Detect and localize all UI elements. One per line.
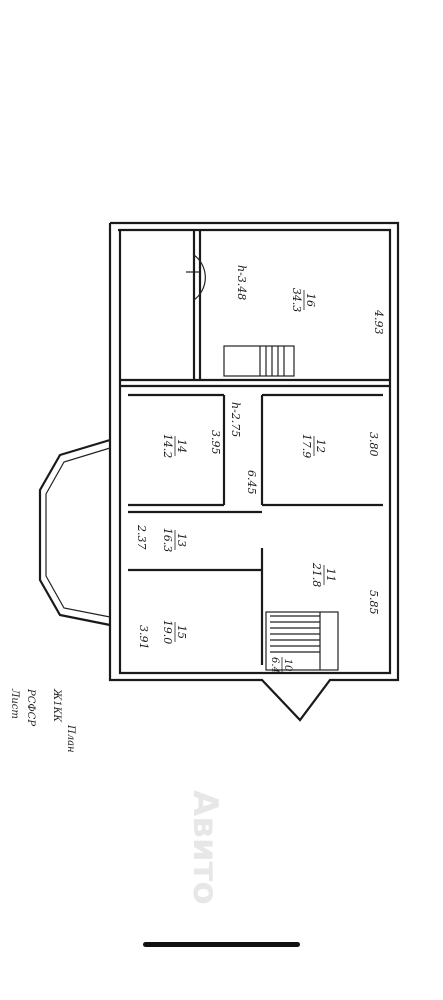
dim-6-45: 6.45 <box>245 470 258 495</box>
room-14-label: 14 14.2 <box>161 434 188 459</box>
room-13-area: 16.3 <box>161 528 174 553</box>
room-15-number: 15 <box>175 625 188 639</box>
height-upper: h-3.48 <box>235 265 248 300</box>
room-15-area: 19.0 <box>161 620 174 645</box>
dim-3-95: 3.95 <box>209 430 222 455</box>
interior-walls <box>120 230 390 665</box>
room-13-number: 13 <box>175 533 188 547</box>
title-block-stamp: Ж1КК РСФСР Лист План <box>0 685 80 775</box>
dim-5-85: 5.85 <box>367 590 380 615</box>
stamp-line-2: РСФСР <box>25 689 36 727</box>
height-middle: h-2.75 <box>229 402 242 437</box>
dim-3-91: 3.91 <box>137 625 150 650</box>
room-16-number: 16 <box>304 293 317 307</box>
home-indicator[interactable] <box>143 942 300 947</box>
room-10-area: 6.4 <box>269 657 280 673</box>
room-12-label: 12 17.9 <box>300 434 327 459</box>
room-16-area: 34.3 <box>290 288 303 313</box>
watermark: Авито <box>185 790 225 905</box>
stairs-upper <box>223 345 295 377</box>
door-swing <box>186 254 206 301</box>
room-12-area: 17.9 <box>300 434 313 459</box>
stairs-lower <box>265 611 339 671</box>
room-10-number: 10 <box>282 659 293 672</box>
room-11-area: 21.8 <box>310 562 323 588</box>
room-10-label: 10 6.4 <box>269 657 293 673</box>
room-12-number: 12 <box>314 439 327 453</box>
room-11-label: 11 21.8 <box>310 562 337 588</box>
stamp-line-1: Ж1КК <box>51 689 62 723</box>
room-14-number: 14 <box>175 439 188 453</box>
stamp-line-3: Лист <box>9 689 20 719</box>
dim-2-37: 2.37 <box>135 524 148 550</box>
room-11-number: 11 <box>324 568 337 582</box>
room-16-label: 16 34.3 <box>290 288 317 313</box>
room-15-label: 15 19.0 <box>161 620 188 645</box>
room-14-area: 14.2 <box>161 434 174 459</box>
floor-plan: 16 34.3 14 14.2 12 17.9 13 16.3 11 21.8 … <box>38 221 400 722</box>
outer-walls <box>108 221 400 722</box>
dim-4-93: 4.93 <box>372 309 385 335</box>
bay-window <box>38 438 111 627</box>
dim-3-80: 3.80 <box>367 432 380 457</box>
stamp-line-4: План <box>65 725 76 753</box>
room-13-label: 13 16.3 <box>161 528 188 553</box>
